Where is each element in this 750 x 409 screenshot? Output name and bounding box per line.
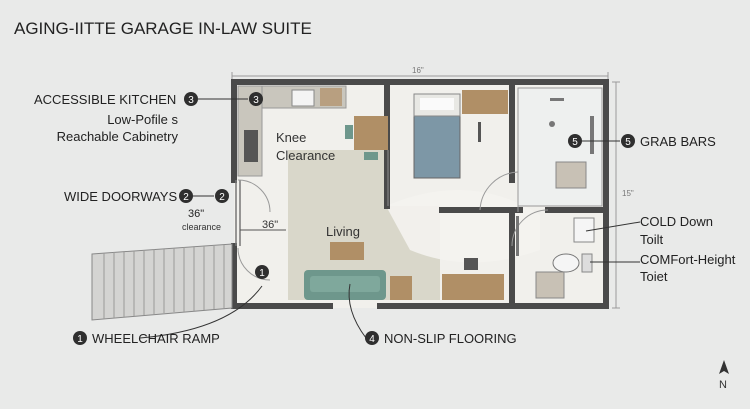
grab-bar-icon bbox=[550, 98, 564, 101]
door-width-label: 36" bbox=[262, 219, 278, 231]
shower-seat-icon bbox=[555, 161, 587, 189]
dimension-lines bbox=[231, 72, 620, 309]
height-dimension: 15" bbox=[622, 189, 634, 198]
sink-icon bbox=[291, 89, 315, 107]
svg-text:1: 1 bbox=[259, 268, 265, 279]
stove-icon bbox=[244, 130, 258, 162]
north-arrow-icon bbox=[719, 360, 729, 374]
knee-clearance-label-2: Clearance bbox=[276, 148, 335, 163]
svg-text:3: 3 bbox=[253, 95, 259, 106]
svg-text:5: 5 bbox=[625, 137, 631, 148]
toilet-label-1-line-2: Toilt bbox=[640, 232, 664, 247]
media-console-icon bbox=[442, 274, 504, 300]
door-clearance-label-1: 36" bbox=[188, 208, 204, 220]
svg-text:1: 1 bbox=[77, 334, 83, 345]
width-dimension: 16" bbox=[412, 66, 424, 75]
svg-text:4: 4 bbox=[369, 334, 375, 345]
toilet-label-2-line-2: Toiet bbox=[640, 269, 668, 284]
tv-icon bbox=[464, 258, 478, 270]
living-room-label: Living bbox=[326, 224, 360, 239]
toilet-icon bbox=[552, 253, 580, 273]
living-furniture bbox=[304, 242, 504, 300]
kitchen bbox=[237, 85, 347, 177]
coffee-table-icon bbox=[330, 242, 364, 260]
svg-text:2: 2 bbox=[219, 192, 225, 203]
dining-table bbox=[345, 116, 388, 160]
door-swings bbox=[237, 171, 549, 281]
accessible-kitchen-label: ACCESSIBLE KITCHEN bbox=[34, 92, 176, 107]
dresser-icon bbox=[462, 90, 508, 114]
page-title: AGING-IITTE GARAGE IN-LAW SUITE bbox=[14, 19, 312, 38]
cabinetry-label-2: Reachable Cabinetry bbox=[57, 129, 179, 144]
wide-doorways-label: WIDE DOORWAYS bbox=[64, 189, 177, 204]
toilet-label-2-line-1: COMFort-Height bbox=[640, 252, 736, 267]
thin-walls bbox=[235, 150, 389, 246]
non-slip-floor-area bbox=[288, 150, 440, 300]
toilet-label-1-line-1: COLD Down bbox=[640, 214, 713, 229]
wheelchair-ramp-label: WHEELCHAIR RAMP bbox=[92, 331, 220, 346]
svg-text:5: 5 bbox=[572, 137, 578, 148]
drain-icon bbox=[549, 121, 555, 127]
door-clearance-label-2: clearance bbox=[182, 222, 221, 232]
bathroom bbox=[516, 87, 603, 299]
leader-lines bbox=[139, 98, 641, 339]
knee-clearance-label-1: Knee bbox=[276, 130, 306, 145]
walls bbox=[231, 79, 609, 309]
cabinetry-label-1: Low-Pofile s bbox=[107, 112, 178, 127]
grab-bars-label: GRAB BARS bbox=[640, 134, 716, 149]
svg-text:2: 2 bbox=[183, 192, 189, 203]
non-slip-flooring-label: NON-SLIP FLOORING bbox=[384, 331, 517, 346]
svg-text:3: 3 bbox=[188, 95, 194, 106]
callout-badges: 3 3 2 2 5 5 1 1 4 bbox=[73, 92, 635, 345]
compass-label: N bbox=[719, 379, 727, 391]
bedroom bbox=[413, 90, 508, 179]
wheelchair-ramp bbox=[91, 243, 233, 321]
